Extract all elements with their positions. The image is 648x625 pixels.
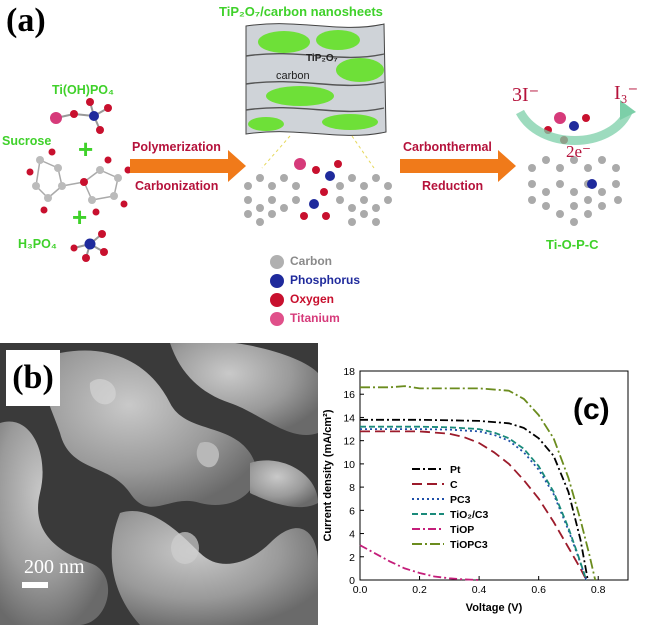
x-axis-label: Voltage (V) (466, 602, 523, 614)
y-axis-label: Current density (mA/cm²) (322, 409, 334, 541)
series-line-5 (360, 385, 597, 581)
y-tick-label: 16 (343, 389, 355, 401)
chart-axes: 0.0 0.2 0.4 0.6 0.8 0 2 4 6 8 10 12 14 16 18 (343, 366, 629, 596)
plus-icon: + (78, 134, 93, 164)
precursor-h3po4-label: H₃PO₄ (18, 237, 57, 251)
nanosheet-stack (245, 23, 387, 169)
y-tick-label: 8 (349, 482, 355, 494)
reaction-right: I₃⁻ (614, 82, 639, 104)
legend-dot-carbon (270, 255, 284, 269)
y-tick-label: 14 (343, 412, 355, 424)
legend-label-2: PC3 (450, 494, 471, 506)
legend-dot-oxygen (270, 293, 284, 307)
x-tick-label: 0.2 (412, 584, 427, 596)
sheet-label-tip2o7: TiP₂O₇ (306, 53, 338, 64)
arrow-right-icon (130, 150, 246, 182)
middle-carbon-network (244, 174, 392, 226)
scale-bar (22, 582, 48, 588)
series-line-0 (360, 418, 589, 581)
step1-line2: Carbonization (135, 179, 219, 193)
y-tick-label: 10 (343, 459, 355, 471)
y-tick-label: 0 (349, 575, 355, 587)
step1-line1: Polymerization (132, 140, 221, 154)
y-tick-label: 2 (349, 552, 355, 564)
series-line-1 (360, 430, 588, 581)
legend-titanium: Titanium (290, 311, 340, 325)
sucrose-molecule (35, 159, 119, 201)
chart-series (359, 385, 597, 581)
step2-line2: Reduction (422, 179, 484, 193)
product-label: Ti-O-P-C (546, 237, 599, 252)
legend-label-0: Pt (450, 464, 461, 476)
series-line-3 (360, 425, 588, 581)
x-tick-label: 0.8 (591, 584, 606, 596)
legend-label-5: TiOPC3 (450, 539, 488, 551)
scheme-illustration: + + (26, 23, 636, 326)
legend-label-1: C (450, 479, 458, 491)
reaction-left: 3I⁻ (512, 84, 540, 106)
y-tick-label: 6 (349, 505, 355, 517)
legend-dot-phosphorus (270, 274, 284, 288)
y-tick-label: 18 (343, 366, 355, 378)
y-tick-label: 4 (349, 529, 355, 541)
panel-a-label: (a) (6, 2, 46, 39)
precursor-ti-label: Ti(OH)PO₄ (52, 83, 114, 97)
reaction-electrons: 2e⁻ (566, 142, 592, 161)
tiohpo4-molecule (50, 98, 112, 134)
plot-frame (359, 370, 629, 581)
plus-icon: + (72, 202, 87, 232)
legend-dot-titanium (270, 312, 284, 326)
series-line-2 (360, 428, 588, 581)
series-line-4 (359, 544, 480, 581)
panel-c-label: (c) (573, 393, 610, 426)
panel-b-label: (b) (6, 350, 60, 406)
legend-label-3: TiO₂/C3 (450, 509, 488, 521)
jv-chart: 0.0 0.2 0.4 0.6 0.8 0 2 4 6 8 10 12 14 16 18 PtC PC3TiO… (322, 366, 629, 614)
nanosheets-title: TiP₂O₇/carbon nanosheets (219, 4, 383, 19)
legend-label-4: TiOP (450, 524, 474, 536)
precursor-sucrose-label: Sucrose (2, 134, 52, 148)
x-tick-label: 0.6 (531, 584, 546, 596)
legend-carbon: Carbon (290, 254, 332, 268)
product-carbon-network (528, 156, 622, 226)
x-tick-label: 0.0 (353, 584, 368, 596)
step2-line1: Carbonthermal (403, 140, 492, 154)
sucrose-atoms (26, 148, 132, 216)
legend-phosphorus: Phosphorus (290, 273, 361, 287)
scale-bar-label: 200 nm (24, 556, 85, 578)
legend-oxygen: Oxygen (290, 292, 335, 306)
x-tick-label: 0.4 (472, 584, 487, 596)
sheet-label-carbon: carbon (276, 70, 310, 82)
y-tick-label: 12 (343, 436, 355, 448)
arrow-right-icon (400, 150, 516, 182)
